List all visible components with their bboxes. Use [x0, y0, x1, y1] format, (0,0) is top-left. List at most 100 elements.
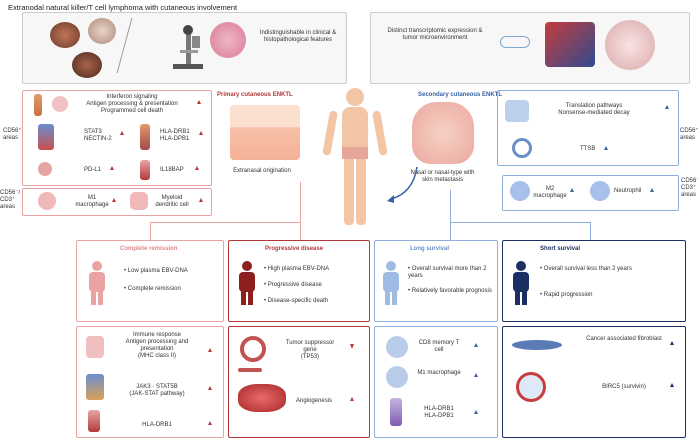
long-survival-box [374, 240, 498, 322]
hla-drb1-complete-text: HLA-DRB1 [142, 422, 172, 428]
cd8-text: CD8 memory T cell [418, 340, 460, 354]
up-arrow-icon [208, 386, 212, 390]
progressive-detail-box [228, 326, 370, 438]
receptor-icon [34, 94, 42, 116]
connector [300, 182, 301, 222]
up-arrow-icon [474, 373, 478, 377]
person-icon [236, 260, 258, 306]
pcd-text: Programmed cell death [100, 108, 164, 114]
connector [450, 190, 451, 222]
complete-title: Complete remission [120, 246, 178, 252]
translation-text: Translation pathways [565, 103, 623, 109]
sequencing-icon [500, 36, 530, 48]
head-sagittal-icon [412, 102, 474, 164]
skin-lesion-photo-1 [50, 22, 80, 48]
il18bap-icon [140, 160, 150, 180]
up-arrow-icon [350, 397, 354, 401]
primary-cd3-panel [22, 188, 212, 216]
up-arrow-icon [199, 131, 203, 135]
neutrophil-text: Neutrophil [614, 188, 642, 194]
short-survival-box [502, 240, 686, 322]
m2-macrophage-icon [510, 181, 530, 201]
heatmap-tissue-icon [545, 22, 595, 67]
complete-b2: Complete remission [124, 286, 181, 293]
primary-cd3-label: CD56⁻/ CD3⁺ areas [0, 190, 21, 211]
nonsense-text: Nonsense-mediated decay [558, 110, 630, 116]
primary-cd56-label: CD56⁺ areas [3, 128, 22, 142]
cd8-cell-icon [386, 336, 408, 358]
long-b1: Overall survival more than 2 years [408, 266, 494, 280]
up-arrow-icon [650, 188, 654, 192]
complete-detail-box [76, 326, 224, 438]
dna-ring-icon [240, 336, 266, 362]
connector [450, 222, 590, 223]
hla-long-1-text: HLA-DRB1 [424, 406, 454, 412]
up-arrow-icon [199, 198, 203, 202]
dendritic-cell-icon [130, 192, 148, 210]
long-b2: Relatively favorable prognosis [408, 288, 494, 295]
tp53-strand-icon [238, 368, 262, 372]
top-right-text: Distinct transcriptomic expression & tum… [387, 28, 483, 42]
short-detail-box [502, 326, 686, 438]
short-title: Short survival [540, 246, 581, 252]
up-arrow-icon [604, 146, 608, 150]
stat3-text: STAT3 [84, 129, 102, 135]
up-arrow-icon [110, 166, 114, 170]
m1-long-icon [386, 366, 408, 388]
pdl1-text: PD-L1 [84, 167, 102, 173]
progressive-b1: High plasma EBV-DNA [264, 266, 329, 273]
myeloid-text: Myeloid dendritic cell [155, 195, 189, 209]
microscope-icon [168, 22, 208, 72]
survivin-icon [516, 372, 546, 402]
secondary-cd3-panel [502, 175, 679, 211]
skin-lesion-photo-3 [72, 52, 102, 78]
il18bap-text: IL18BAP [160, 167, 184, 173]
up-arrow-icon [474, 343, 478, 347]
hla-long-2-text: HLA-DPB1 [424, 413, 454, 419]
person-icon [380, 260, 402, 306]
primary-origin: Extranasal origination [233, 168, 291, 174]
hla-receptor-icon [140, 124, 150, 150]
jak-text: JAK3 · STAT5B [136, 384, 178, 390]
secondary-cd56-label: CD56⁺ areas [680, 128, 698, 142]
tumor-sup-sub-text: (TP53) [300, 354, 320, 360]
hla-dpb1-text: HLA-DPB1 [160, 136, 190, 142]
up-arrow-icon [670, 383, 674, 387]
progressive-b2: Progressive disease [264, 282, 322, 289]
person-icon [510, 260, 532, 306]
secondary-origin: Nasal or nasal-type with skin metastasis [410, 170, 475, 184]
complete-remission-box [76, 240, 224, 322]
caf-text: Cancer associated fibroblast [586, 336, 662, 342]
progressive-disease-box [228, 240, 370, 322]
ring-icon [512, 138, 532, 158]
progressive-b3: Disease-specific death [264, 298, 328, 305]
immune-title2: Antigen processing and presentation [125, 339, 189, 353]
connector [450, 222, 451, 240]
up-arrow-icon [195, 166, 199, 170]
neutrophil-icon [590, 181, 610, 201]
angiogenesis-icon [238, 384, 286, 412]
up-arrow-icon [570, 188, 574, 192]
pdl1-icon [38, 162, 52, 176]
stat-receptor-icon [38, 124, 54, 150]
metastasis-arrow [385, 165, 420, 205]
page-title: Extranodal natural killer/T cell lymphom… [8, 3, 238, 12]
jak-sub-text: (JAK-STAT pathway) [129, 391, 185, 397]
up-arrow-icon [112, 198, 116, 202]
fibroblast-icon [512, 340, 562, 350]
ttsb-text: TTSB [580, 146, 596, 152]
secondary-cd56-panel [497, 90, 679, 166]
angio-text: Angiogenesis [296, 398, 333, 404]
interferon-text: Interferon signaling [106, 94, 158, 100]
secondary-header: Secondary cutaneous ENKTL [418, 92, 503, 98]
down-arrow-icon [350, 344, 354, 349]
long-title: Long survival [410, 246, 450, 252]
primary-cd56-panel [22, 90, 212, 186]
short-b2: Rapid progression [540, 292, 593, 299]
connector [150, 222, 300, 223]
immune-title3: (MHC class II) [138, 353, 176, 359]
hla-drb1-text: HLA-DRB1 [160, 129, 190, 135]
cell-icon [52, 96, 68, 112]
complete-b1: Low plasma EBV-DNA [124, 268, 188, 275]
m1-text: M1 macrophage [75, 195, 109, 209]
